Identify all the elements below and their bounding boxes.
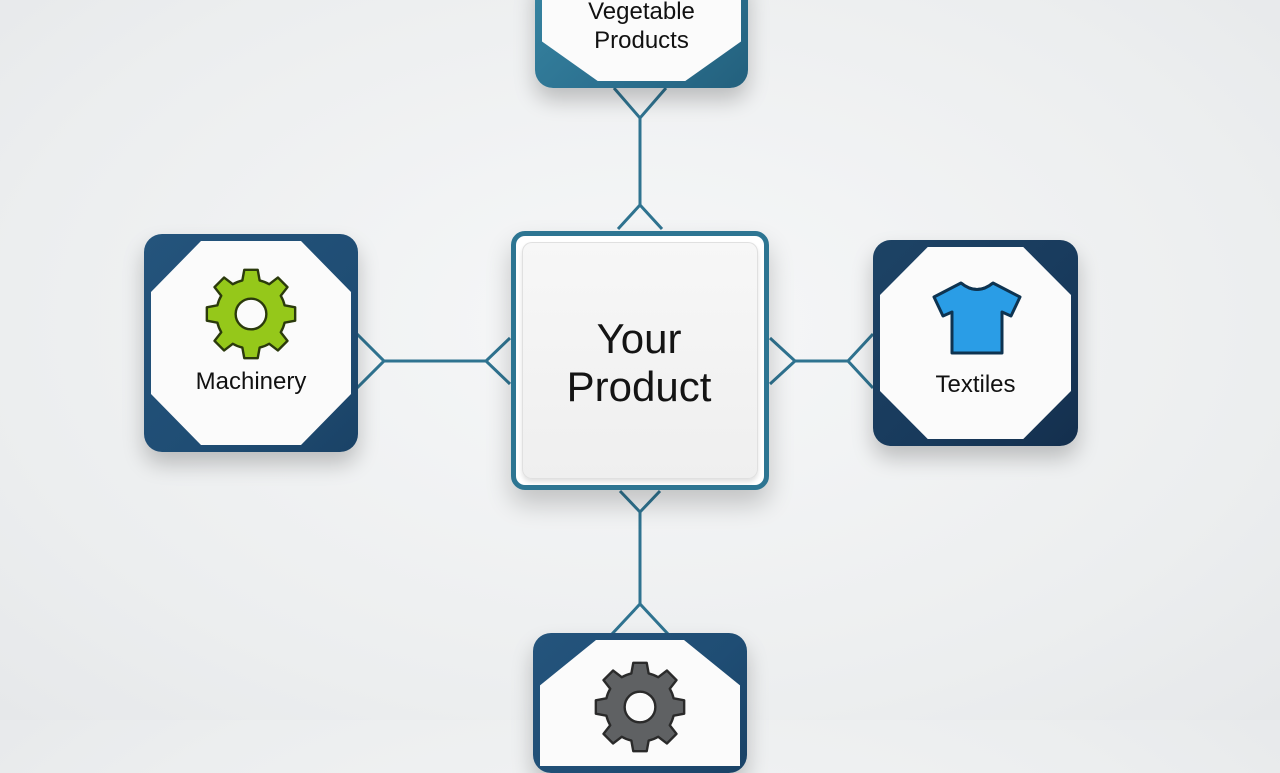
connector-lines [355,87,875,636]
product-connection-diagram: Vegetable Products Machinery Textiles [144,0,1078,773]
gear-icon [594,661,686,753]
tshirt-icon [932,281,1022,355]
node-machinery-label: Machinery [195,368,307,395]
node-textiles: Textiles [873,240,1078,446]
node-vegetable-products-label-line2: Products [594,27,689,54]
connector-right-inner-chevron [768,336,798,386]
connector-bottom-lower-chevron [610,601,670,636]
node-bottom [533,633,747,773]
connector-right-outer-chevron [845,332,875,390]
node-vegetable-products-label-line1: Vegetable [588,0,695,25]
center-node-your-product: Your Product [511,231,769,490]
center-node-title: Your Product [566,315,712,410]
connector-top-upper-chevron [612,87,668,121]
center-node-panel [522,242,758,479]
connector-bottom-upper-chevron [618,489,662,515]
node-textiles-label: Textiles [935,371,1016,398]
connector-top-lower-chevron [616,202,664,231]
connector-left-inner-chevron [483,336,512,386]
connector-left-outer-chevron [355,332,387,390]
gear-icon [205,268,297,360]
node-vegetable-products: Vegetable Products [535,0,748,88]
node-machinery: Machinery [144,234,358,452]
